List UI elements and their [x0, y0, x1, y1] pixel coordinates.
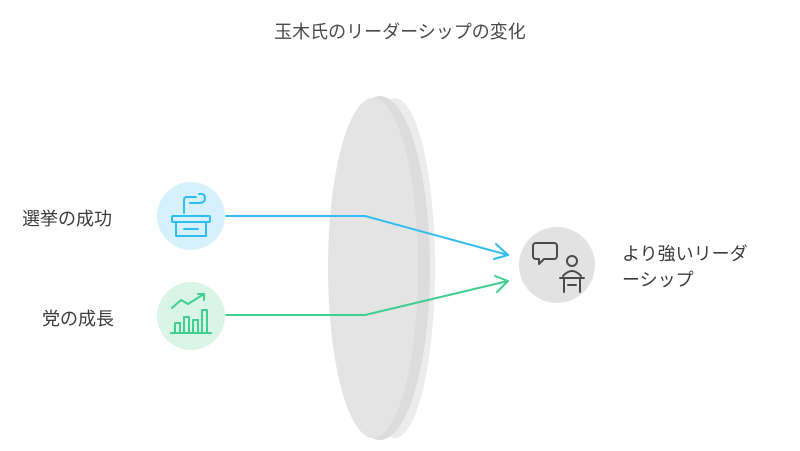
output-label: より強いリーダ ーシップ	[622, 242, 748, 294]
lens	[328, 96, 435, 440]
output-label-line2: ーシップ	[622, 270, 694, 291]
speaker-podium-icon	[519, 227, 595, 303]
input-label-election: 選挙の成功	[22, 209, 112, 230]
ballot-box-icon	[157, 182, 225, 250]
diagram-title: 玉木氏のリーダーシップの変化	[274, 22, 526, 43]
arrow-election	[225, 215, 509, 260]
growth-chart-icon	[157, 282, 225, 350]
arrow-party	[225, 275, 509, 316]
input-label-party-growth: 党の成長	[42, 309, 114, 330]
output-label-line1: より強いリーダ	[622, 244, 748, 265]
